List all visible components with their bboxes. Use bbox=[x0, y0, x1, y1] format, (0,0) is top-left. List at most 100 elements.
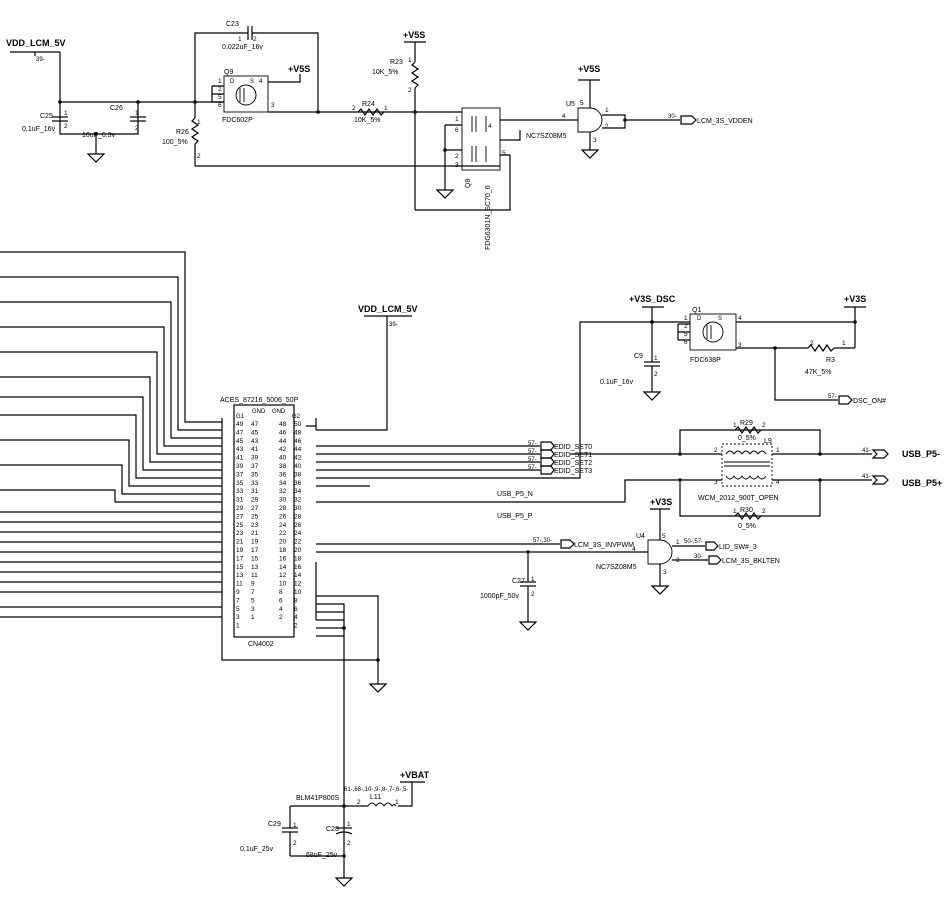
svg-text:2: 2 bbox=[762, 508, 766, 515]
cn4002-connector: ACES_87216_5006_50P CN4002 G1 GND GND G2… bbox=[220, 397, 302, 648]
cn4002-pin-left-inner: 37 bbox=[251, 463, 259, 470]
svg-text:57-: 57- bbox=[528, 441, 537, 447]
cn4002-pin-left: 15 bbox=[236, 564, 244, 571]
v5s-u5-label: +V5S bbox=[578, 64, 600, 74]
q8-dual-mosfet: 1 6 2 3 4 5 Q8 FDG6301N_SC70_6 bbox=[455, 107, 506, 250]
svg-text:6: 6 bbox=[684, 339, 688, 346]
cn4002-pin-left: 21 bbox=[236, 539, 244, 546]
edid-set1-label: EDID_SET1 bbox=[554, 452, 592, 459]
svg-text:1: 1 bbox=[455, 116, 459, 123]
svg-text:41-: 41- bbox=[862, 474, 871, 480]
svg-text:4: 4 bbox=[488, 123, 492, 130]
c29-capacitor: 1 2 C29 0.1uF_25v bbox=[240, 806, 298, 856]
edid-bus: 57- 57- 57- 57- EDID_SET0 EDID_SET1 EDID… bbox=[316, 441, 592, 475]
svg-text:1: 1 bbox=[654, 355, 658, 362]
cn4002-ref: CN4002 bbox=[248, 641, 274, 648]
svg-text:2: 2 bbox=[654, 371, 658, 378]
v5s-q9-label: +V5S bbox=[288, 64, 310, 74]
cn4002-pin-right-inner: 2 bbox=[279, 614, 283, 621]
svg-text:57-: 57- bbox=[828, 394, 837, 400]
cn4002-pin-left-inner: 17 bbox=[251, 547, 259, 554]
u5-ref: U5 bbox=[566, 101, 575, 108]
ground-symbol bbox=[86, 153, 106, 163]
cn4002-pin-right: 2 bbox=[294, 623, 298, 630]
svg-text:S: S bbox=[250, 79, 254, 85]
cn4002-pin-left: 9 bbox=[236, 589, 240, 596]
r29-ref: R29 bbox=[740, 420, 753, 427]
c25-value: 0.1uF_16v bbox=[22, 126, 56, 133]
q1-mosfet: 1 2 5 6 4 3 D S Q1 FDC638P bbox=[684, 307, 742, 364]
vbat-label: +VBAT bbox=[400, 770, 430, 780]
cn4002-pin-left: 27 bbox=[236, 513, 244, 520]
svg-text:57-: 57- bbox=[528, 457, 537, 463]
svg-text:GND: GND bbox=[272, 409, 286, 415]
cn4002-pin-right-inner: 42 bbox=[279, 446, 287, 453]
q9-mosfet: 1 2 5 6 4 3 D S Q9 FDC602P bbox=[218, 69, 275, 124]
svg-text:5: 5 bbox=[580, 100, 584, 107]
cn4002-pin-right: 6 bbox=[294, 606, 298, 613]
c26-value: 10uF_6.3v bbox=[82, 132, 116, 139]
cn4002-pin-right-inner: 4 bbox=[279, 606, 283, 613]
r3-resistor bbox=[807, 343, 835, 353]
cn4002-pin-right: 50 bbox=[294, 421, 302, 428]
svg-text:1: 1 bbox=[64, 110, 68, 117]
svg-text:5: 5 bbox=[684, 331, 688, 338]
l11-ferrite-bead: 2 1 L11 BLM41P800S bbox=[296, 794, 399, 807]
c23-capacitor: 1 2 C23 0.022uF_16v bbox=[222, 21, 263, 51]
svg-text:50-,57-: 50-,57- bbox=[684, 539, 703, 545]
cn4002-pin-right: 48 bbox=[294, 429, 302, 436]
svg-text:1: 1 bbox=[384, 105, 388, 112]
cn4002-pin-left: 1 bbox=[236, 623, 240, 630]
svg-text:2: 2 bbox=[64, 123, 68, 130]
cn4002-pin-right: 32 bbox=[294, 497, 302, 504]
svg-text:1: 1 bbox=[733, 508, 737, 515]
svg-text:3: 3 bbox=[663, 569, 667, 576]
cn4002-pin-left-inner: 39 bbox=[251, 455, 259, 462]
lcm-vdden-label: LCM_3S_VDDEN bbox=[697, 118, 753, 125]
svg-text:3: 3 bbox=[593, 137, 597, 144]
cn4002-pin-right-inner: 24 bbox=[279, 522, 287, 529]
cn4002-pin-left-inner: 9 bbox=[251, 581, 255, 588]
usb-p5-plus-label: USB_P5+ bbox=[902, 478, 942, 488]
svg-text:1: 1 bbox=[197, 119, 201, 126]
r30-ref: R30 bbox=[740, 507, 753, 514]
cn4002-pin-right-inner: 22 bbox=[279, 530, 287, 537]
cn4002-pin-left-inner: 27 bbox=[251, 505, 259, 512]
svg-text:D: D bbox=[230, 79, 235, 85]
svg-text:41-: 41- bbox=[862, 448, 871, 454]
r3-value: 47K_5% bbox=[805, 369, 831, 376]
cn4002-pin-right: 20 bbox=[294, 547, 302, 554]
svg-text:2: 2 bbox=[218, 86, 222, 93]
cn4002-pin-right: 22 bbox=[294, 539, 302, 546]
q8-ref: Q8 bbox=[465, 179, 472, 188]
edid-set0-label: EDID_SET0 bbox=[554, 444, 592, 451]
cn4002-pin-left-inner: 35 bbox=[251, 471, 259, 478]
cn4002-pin-right-inner: 20 bbox=[279, 539, 287, 546]
r24-ref: R24 bbox=[362, 101, 375, 108]
svg-text:2: 2 bbox=[762, 422, 766, 429]
u4-ref: U4 bbox=[636, 533, 645, 540]
cn4002-pin-right: 12 bbox=[294, 581, 302, 588]
c9-value: 0.1uF_16v bbox=[600, 379, 634, 386]
cn4002-pin-right-inner: 10 bbox=[279, 581, 287, 588]
svg-text:4: 4 bbox=[738, 315, 742, 322]
usb-p5-minus-label: USB_P5- bbox=[902, 449, 940, 459]
svg-text:3: 3 bbox=[738, 342, 742, 349]
vdd-lcm-5v-top-port: VDD_LCM_5V 39- bbox=[6, 38, 66, 63]
cn4002-pin-right-inner: 26 bbox=[279, 513, 287, 520]
svg-text:1: 1 bbox=[531, 576, 535, 583]
svg-text:1: 1 bbox=[842, 340, 846, 347]
cn4002-pin-right: 26 bbox=[294, 522, 302, 529]
cn4002-pin-left-inner: 15 bbox=[251, 555, 259, 562]
c29-ref: C29 bbox=[268, 821, 281, 828]
cn4002-pin-left: 47 bbox=[236, 429, 244, 436]
cn4002-pin-left-inner: 7 bbox=[251, 589, 255, 596]
svg-text:2: 2 bbox=[605, 123, 609, 130]
svg-text:57-: 57- bbox=[528, 449, 537, 455]
r23-value: 10K_5% bbox=[372, 69, 398, 76]
left-edge-signals bbox=[0, 251, 222, 618]
cn4002-pin-left-inner: 31 bbox=[251, 488, 259, 495]
cn4002-pin-right: 44 bbox=[294, 446, 302, 453]
v3s-q1-label: +V3S bbox=[844, 294, 866, 304]
cn4002-pin-right-inner: 38 bbox=[279, 463, 287, 470]
